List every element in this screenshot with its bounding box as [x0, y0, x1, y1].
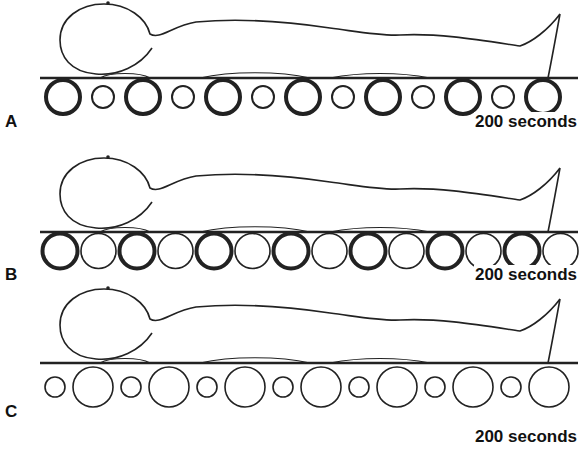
- air-cell: [505, 234, 540, 269]
- air-cell: [46, 80, 80, 114]
- air-cell: [120, 234, 155, 269]
- air-cell: [351, 234, 386, 269]
- air-cell: [425, 377, 445, 397]
- air-cell: [43, 234, 78, 269]
- air-cell: [121, 377, 141, 397]
- air-cell: [126, 80, 160, 114]
- time-label: 200 seconds: [474, 265, 578, 285]
- air-cell: [149, 367, 189, 407]
- air-cell: [172, 86, 194, 108]
- air-cell: [377, 367, 417, 407]
- air-cell: [45, 377, 65, 397]
- air-cell: [453, 367, 493, 407]
- air-cell: [92, 86, 114, 108]
- panel-b: [40, 155, 578, 268]
- air-cell: [492, 86, 514, 108]
- panel-letter: C: [4, 402, 18, 422]
- air-cell: [332, 86, 354, 108]
- air-cell: [273, 377, 293, 397]
- air-cell: [543, 234, 578, 269]
- air-cell: [312, 234, 347, 269]
- air-cell: [412, 86, 434, 108]
- air-cell: [197, 234, 232, 269]
- panel-a: [40, 1, 578, 114]
- air-cell: [301, 367, 341, 407]
- air-cell: [206, 80, 240, 114]
- air-cell: [466, 234, 501, 269]
- air-cell: [428, 234, 463, 269]
- air-cell: [446, 80, 480, 114]
- air-cell: [158, 234, 193, 269]
- time-label: 200 seconds: [474, 112, 578, 132]
- time-label: 200 seconds: [474, 427, 578, 447]
- air-cell: [389, 234, 424, 269]
- air-cell: [349, 377, 369, 397]
- air-cell: [529, 367, 569, 407]
- air-cell: [286, 80, 320, 114]
- panel-letter: B: [4, 265, 18, 285]
- air-cell: [274, 234, 309, 269]
- air-cell: [73, 367, 113, 407]
- air-cell: [81, 234, 116, 269]
- panel-letter: A: [4, 112, 18, 132]
- air-cell: [252, 86, 274, 108]
- air-cell: [366, 80, 400, 114]
- air-cell: [225, 367, 265, 407]
- air-cell: [197, 377, 217, 397]
- air-cell: [235, 234, 270, 269]
- panel-c: [40, 286, 578, 407]
- air-cell: [526, 80, 560, 114]
- air-cell: [501, 377, 521, 397]
